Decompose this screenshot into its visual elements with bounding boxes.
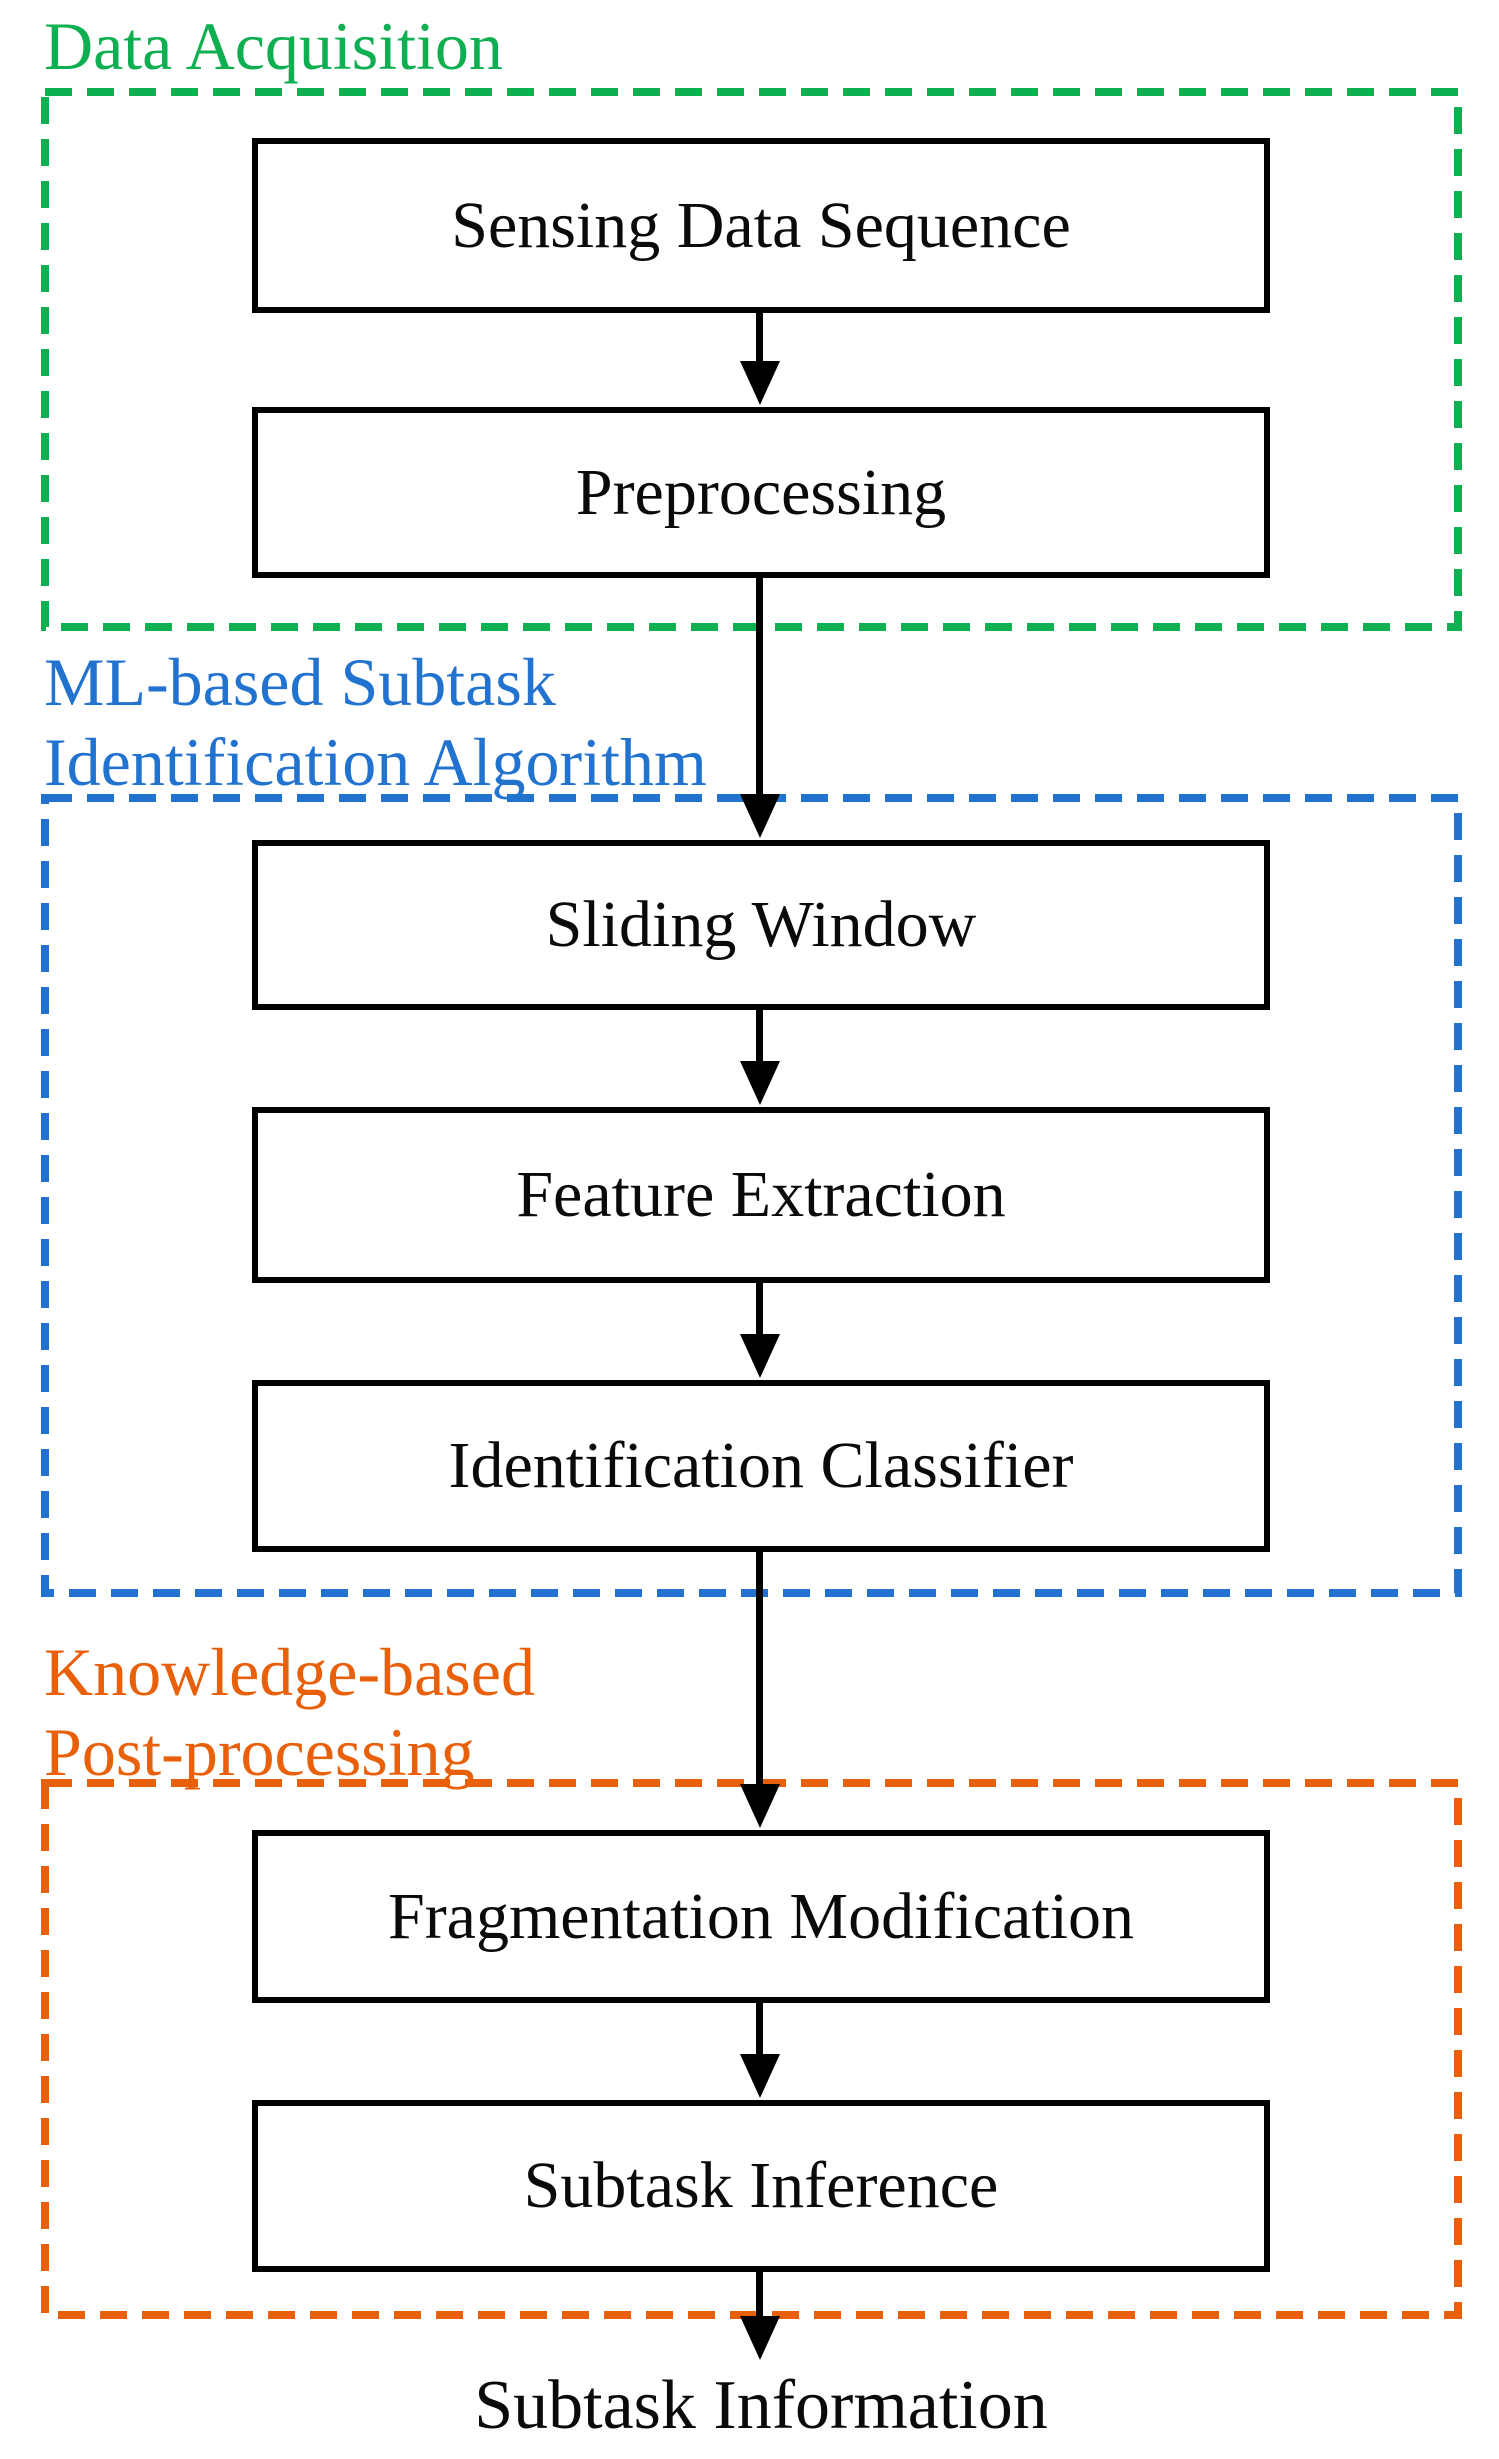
arrow-7-head bbox=[740, 2316, 780, 2360]
arrow-6-head bbox=[740, 2054, 780, 2098]
box-feature-extraction-label: Feature Extraction bbox=[516, 1158, 1006, 1231]
arrow-4-line bbox=[756, 1283, 763, 1335]
box-preprocessing-label: Preprocessing bbox=[575, 455, 947, 529]
data-acquisition-dashed-outline bbox=[41, 88, 1462, 631]
arrow-6-line bbox=[756, 2003, 763, 2055]
section-label-post-processing-line1: Knowledge-based bbox=[44, 1634, 535, 1710]
post-processing-dashed-rect bbox=[41, 1779, 1462, 2319]
arrow-2-line bbox=[756, 578, 763, 796]
box-sensing-data-sequence: Sensing Data Sequence bbox=[252, 138, 1270, 313]
box-preprocessing: Preprocessing bbox=[252, 407, 1270, 578]
section-label-ml-subtask: ML-based Subtask Identification Algorith… bbox=[44, 642, 707, 802]
section-label-data-acquisition: Data Acquisition bbox=[44, 8, 503, 84]
arrow-5-line bbox=[756, 1552, 763, 1784]
section-label-post-processing-line2: Post-processing bbox=[44, 1714, 475, 1790]
arrow-1-head bbox=[740, 361, 780, 405]
arrow-7-line bbox=[756, 2272, 763, 2318]
section-label-ml-subtask-line2: Identification Algorithm bbox=[44, 724, 707, 800]
box-sliding-window: Sliding Window bbox=[252, 840, 1270, 1010]
box-fragmentation-modification: Fragmentation Modification bbox=[252, 1830, 1270, 2003]
arrow-5-head bbox=[740, 1784, 780, 1828]
arrow-3-head bbox=[740, 1061, 780, 1105]
box-subtask-inference-label: Subtask Inference bbox=[523, 2149, 999, 2222]
data-acquisition-dashed-rect bbox=[41, 88, 1462, 631]
ml-subtask-dashed-rect bbox=[41, 794, 1462, 1597]
box-sliding-window-label: Sliding Window bbox=[545, 888, 977, 961]
arrow-4-head bbox=[740, 1334, 780, 1378]
box-feature-extraction: Feature Extraction bbox=[252, 1107, 1270, 1283]
section-label-ml-subtask-line1: ML-based Subtask bbox=[44, 644, 556, 720]
box-sensing-data-sequence-label: Sensing Data Sequence bbox=[451, 188, 1071, 262]
post-processing-dashed-outline bbox=[41, 1779, 1462, 2319]
box-identification-classifier-label: Identification Classifier bbox=[448, 1429, 1074, 1502]
section-label-post-processing: Knowledge-based Post-processing bbox=[44, 1632, 535, 1792]
ml-subtask-dashed-outline bbox=[41, 794, 1462, 1597]
arrow-1-line bbox=[756, 313, 763, 363]
arrow-2-head bbox=[740, 794, 780, 838]
box-subtask-inference: Subtask Inference bbox=[252, 2100, 1270, 2272]
box-identification-classifier: Identification Classifier bbox=[252, 1380, 1270, 1552]
box-fragmentation-modification-label: Fragmentation Modification bbox=[387, 1879, 1134, 1953]
arrow-3-line bbox=[756, 1010, 763, 1062]
final-output-label: Subtask Information bbox=[474, 2367, 1048, 2444]
